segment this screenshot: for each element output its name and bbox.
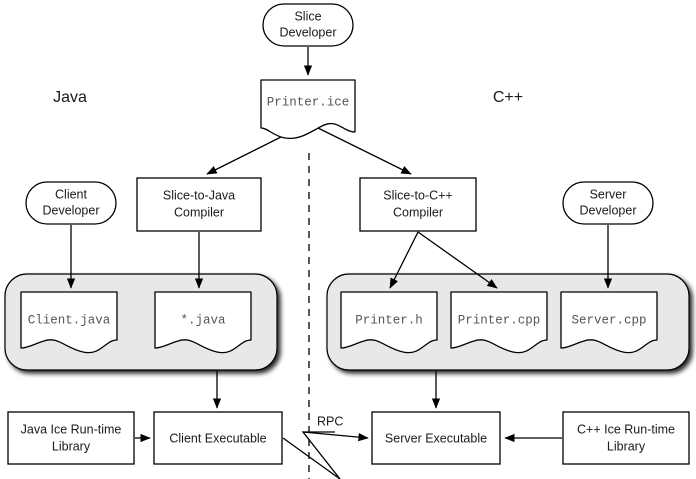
edge-slice-to-cpp-compiler-to-printer-cpp	[417, 231, 498, 289]
printer-cpp-shape[interactable]	[450, 291, 548, 354]
document-printer-ice[interactable]: Printer.ice	[260, 79, 356, 140]
slice-developer-shape[interactable]	[262, 3, 354, 47]
document-printer-h[interactable]: Printer.h	[340, 291, 438, 354]
star-java-shape[interactable]	[154, 291, 252, 354]
actor-server-developer[interactable]: Server Developer	[562, 181, 654, 225]
region-label-java: Java	[53, 89, 87, 106]
client-developer-label-line1: Client	[55, 187, 87, 201]
slice-to-cpp-compiler-label-line1: Slice-to-C++	[383, 188, 452, 202]
slice-to-java-compiler-label-line1: Slice-to-Java	[163, 188, 235, 202]
slice-to-cpp-compiler-shape[interactable]	[359, 177, 477, 232]
java-ice-runtime-library-label-line2: Library	[52, 439, 91, 453]
region-label-cpp: C++	[493, 89, 523, 106]
edge-slice-to-cpp-compiler-to-printer-h	[389, 231, 419, 289]
box-client-executable[interactable]: Client Executable	[153, 411, 283, 465]
document-star-java[interactable]: *.java	[154, 291, 252, 354]
document-printer-cpp[interactable]: Printer.cpp	[450, 291, 548, 354]
server-developer-label-line1: Server	[590, 187, 627, 201]
cpp-ice-runtime-library-shape[interactable]	[562, 411, 690, 465]
java-ice-runtime-library-shape[interactable]	[7, 411, 135, 465]
server-developer-label-line2: Developer	[580, 203, 637, 217]
client-java-shape[interactable]	[20, 291, 118, 354]
rpc-connector	[282, 431, 369, 479]
box-slice-to-cpp-compiler[interactable]: Slice-to-C++ Compiler	[359, 177, 477, 232]
slice-developer-label-line2: Developer	[280, 25, 337, 39]
box-server-executable[interactable]: Server Executable	[371, 411, 501, 465]
slice-to-java-compiler-label-line2: Compiler	[174, 205, 224, 219]
server-cpp-shape[interactable]	[560, 291, 658, 354]
java-ice-runtime-library-label-line1: Java Ice Run-time	[21, 422, 122, 436]
star-java-label: *.java	[180, 313, 226, 327]
edge-printer-ice-to-slice-to-cpp-compiler	[317, 127, 412, 175]
actor-client-developer[interactable]: Client Developer	[25, 181, 117, 225]
rpc-bolt-lower-left-segment	[282, 437, 341, 479]
document-client-java[interactable]: Client.java	[20, 291, 118, 354]
box-slice-to-java-compiler[interactable]: Slice-to-Java Compiler	[136, 177, 262, 232]
cpp-ice-runtime-library-label-line1: C++ Ice Run-time	[577, 422, 675, 436]
printer-ice-shape[interactable]	[260, 79, 356, 140]
server-developer-shape[interactable]	[562, 181, 654, 225]
printer-h-label: Printer.h	[355, 313, 423, 327]
printer-h-shape[interactable]	[340, 291, 438, 354]
printer-cpp-label: Printer.cpp	[458, 313, 541, 327]
server-cpp-label: Server.cpp	[571, 313, 646, 327]
client-developer-shape[interactable]	[25, 181, 117, 225]
server-executable-shape[interactable]	[371, 411, 501, 465]
slice-developer-label-line1: Slice	[294, 9, 321, 23]
box-java-ice-runtime-library[interactable]: Java Ice Run-time Library	[7, 411, 135, 465]
client-developer-label-line2: Developer	[43, 203, 100, 217]
client-executable-shape[interactable]	[153, 411, 283, 465]
rpc-label: RPC	[317, 414, 343, 428]
client-executable-label: Client Executable	[169, 431, 266, 445]
slice-to-cpp-compiler-label-line2: Compiler	[393, 205, 443, 219]
slice-to-java-compiler-shape[interactable]	[136, 177, 262, 232]
box-cpp-ice-runtime-library[interactable]: C++ Ice Run-time Library	[562, 411, 690, 465]
document-server-cpp[interactable]: Server.cpp	[560, 291, 658, 354]
server-executable-label: Server Executable	[385, 431, 487, 445]
printer-ice-label: Printer.ice	[267, 95, 350, 109]
client-java-label: Client.java	[28, 313, 111, 327]
edge-rpc-to-server-executable	[302, 431, 369, 442]
actor-slice-developer[interactable]: Slice Developer	[262, 3, 354, 47]
cpp-ice-runtime-library-label-line2: Library	[607, 439, 646, 453]
